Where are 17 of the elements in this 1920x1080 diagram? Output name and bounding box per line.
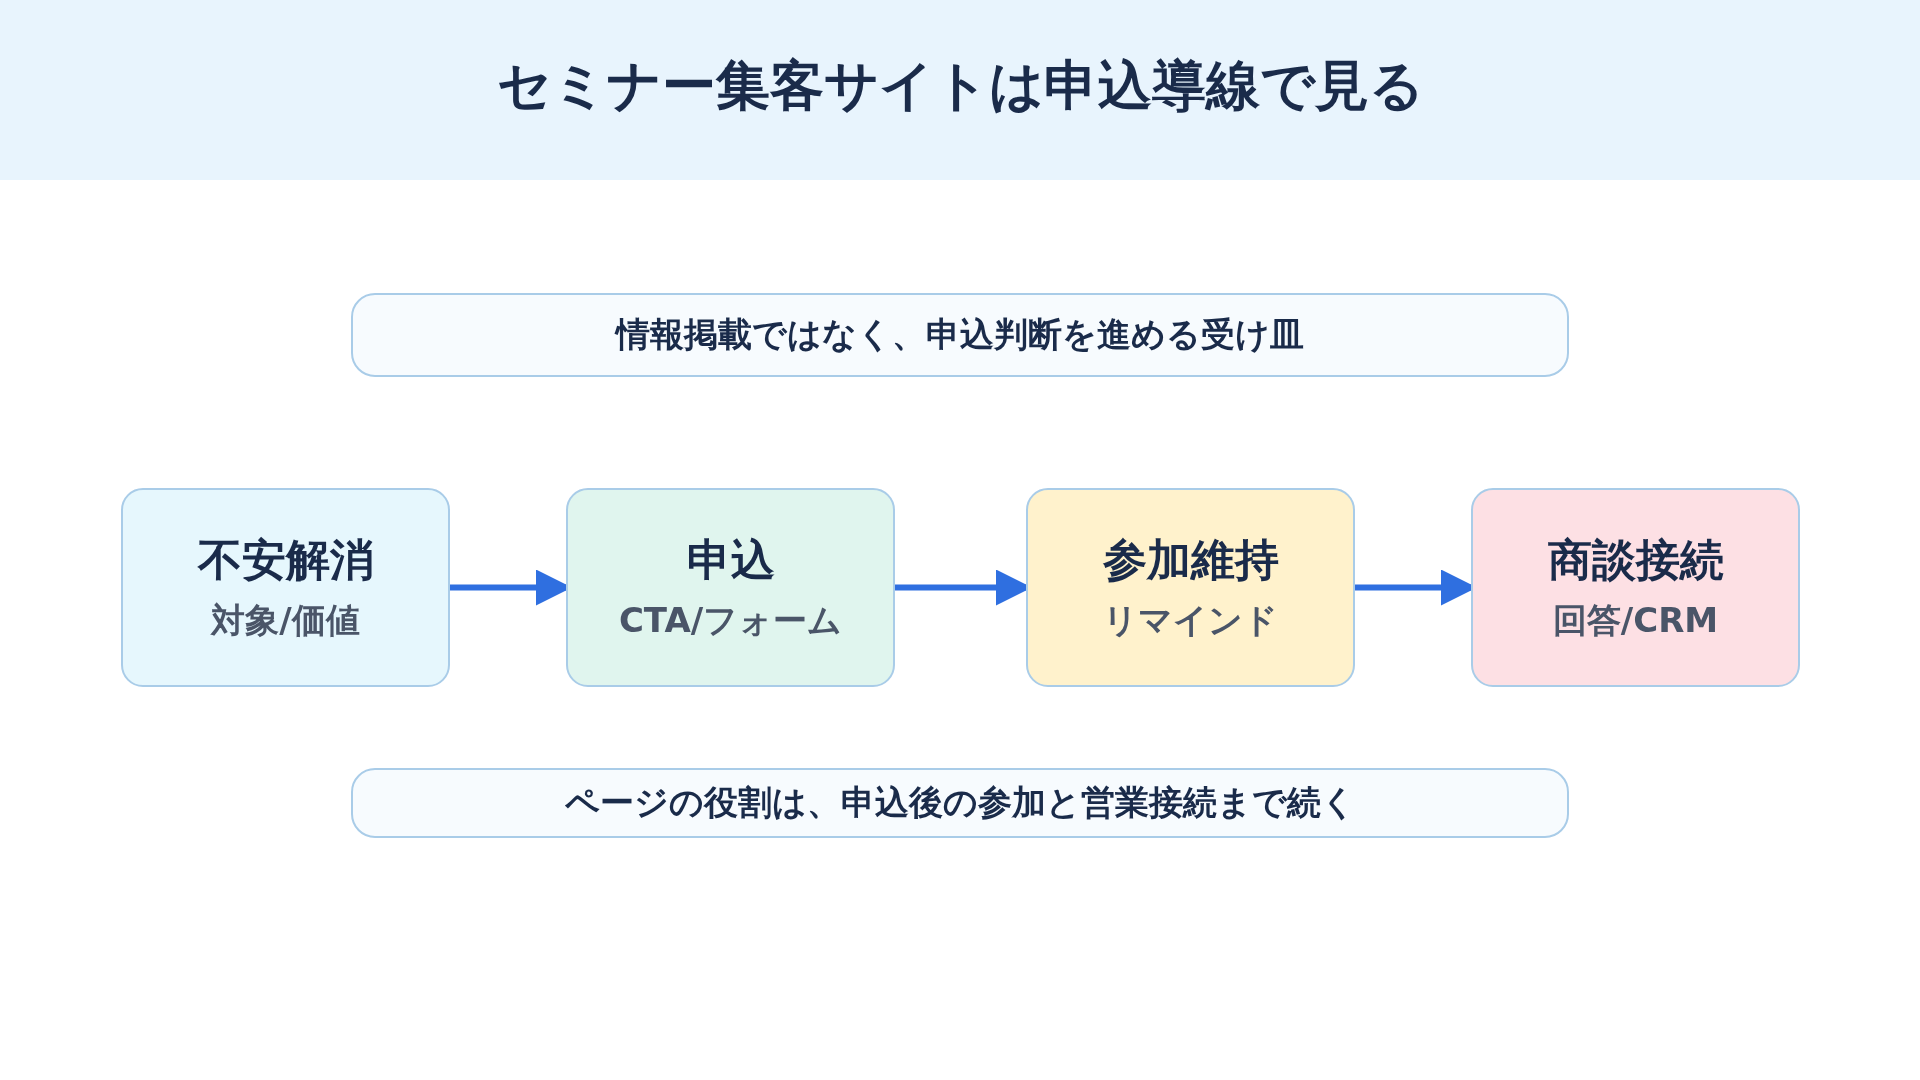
- step-box: [121, 488, 450, 687]
- note-box: [351, 293, 1569, 377]
- step-title: 不安解消: [197, 533, 374, 587]
- step-box: [1026, 488, 1355, 687]
- step-subtitle: 対象/価値: [211, 599, 360, 642]
- step-subtitle: CTA/フォーム: [618, 599, 843, 642]
- note-text: ページの役割は、申込後の参加と営業接続まで続く: [564, 781, 1356, 824]
- step-title: 商談接続: [1547, 533, 1724, 587]
- note-text: 情報掲載ではなく、申込判断を進める受け皿: [616, 313, 1304, 356]
- step-title: 参加維持: [1102, 533, 1279, 587]
- note-box: [351, 768, 1569, 838]
- step-subtitle: 回答/CRM: [1552, 599, 1719, 642]
- step-title: 申込: [686, 533, 775, 587]
- title: セミナー集客サイトは申込導線で見る: [495, 53, 1425, 119]
- step-box: [566, 488, 895, 687]
- step-box: [1471, 488, 1800, 687]
- step-subtitle: リマインド: [1103, 599, 1278, 642]
